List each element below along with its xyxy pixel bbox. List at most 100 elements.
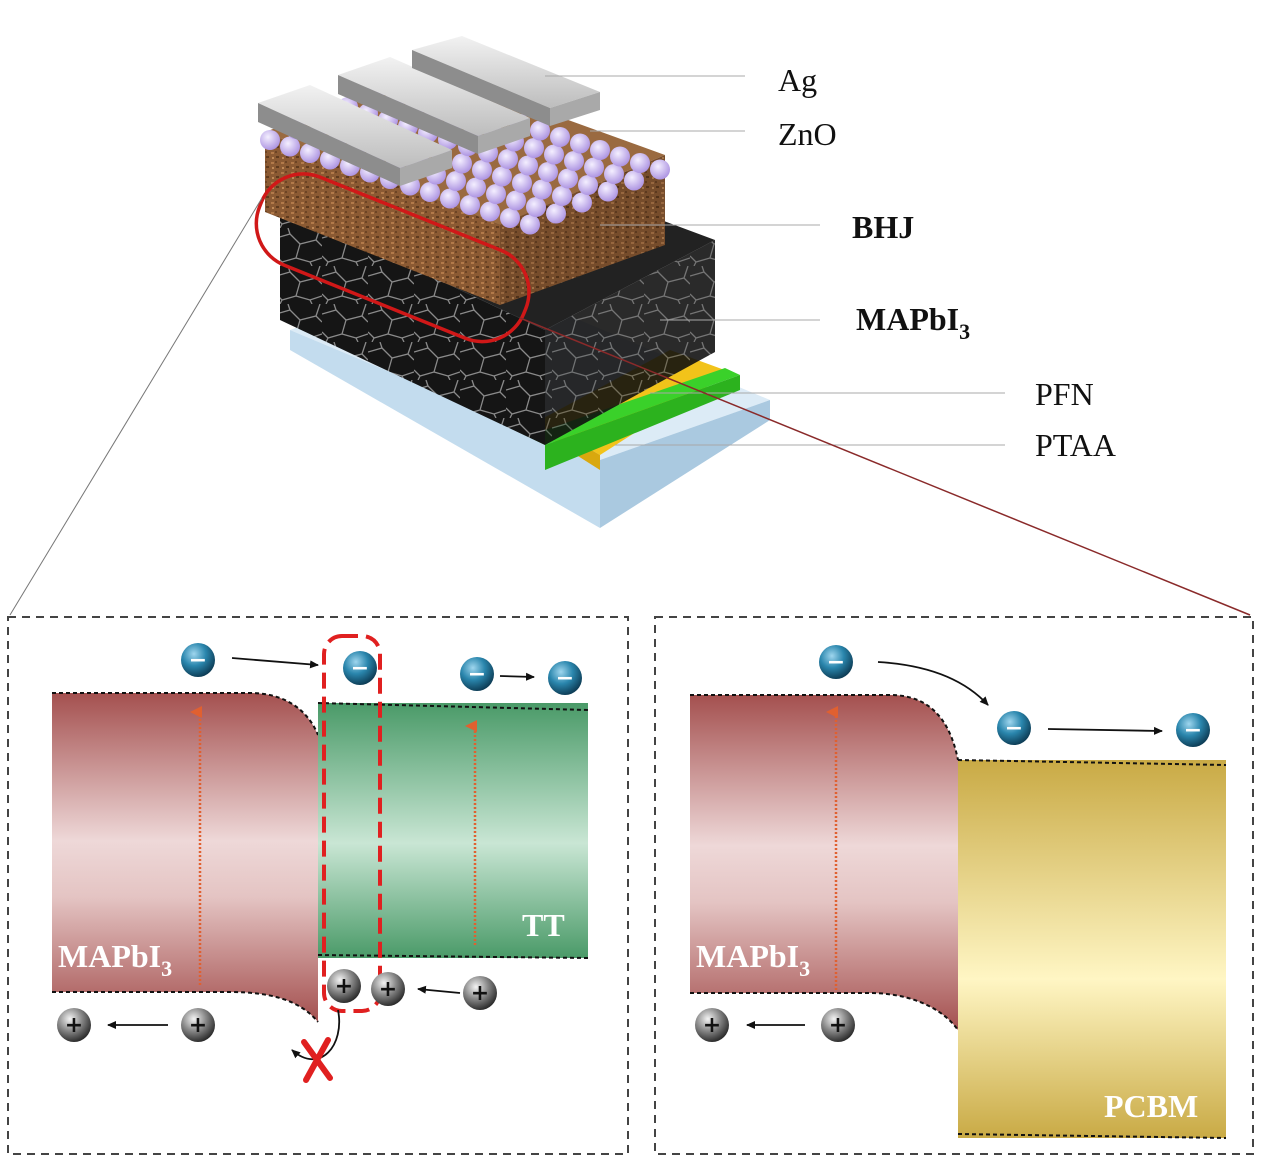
blocked-hole-arrow <box>291 1009 341 1061</box>
hole-icon: + <box>695 1008 729 1042</box>
electron-icon: − <box>343 651 377 685</box>
electron-icon: − <box>997 711 1031 745</box>
zno-nanoparticle <box>584 157 604 178</box>
zno-nanoparticle <box>486 184 506 204</box>
pfn-label: PFN <box>1035 376 1094 412</box>
zno-nanoparticle <box>630 153 650 173</box>
zno-nanoparticle <box>530 120 550 141</box>
left-panel-frame <box>7 616 629 1155</box>
perovskite-band-left <box>52 693 318 1022</box>
electron-sign: − <box>556 666 574 691</box>
perovskite-subscript-left: 3 <box>161 956 172 981</box>
zno-nanoparticle <box>280 136 300 157</box>
electron-sign: − <box>827 650 845 675</box>
zno-nanoparticle <box>518 155 538 176</box>
zno-nanoparticle <box>572 192 592 213</box>
hole-icon: + <box>181 1008 215 1042</box>
hole-sign: + <box>471 981 489 1006</box>
zno-nanoparticle <box>544 144 564 165</box>
electron-icon: − <box>181 643 215 677</box>
zno-nanoparticle <box>604 164 624 184</box>
pfn-layer <box>290 318 740 470</box>
perovskite-subscript-right: 3 <box>799 956 810 981</box>
interface-highlight <box>254 172 531 344</box>
right-panel-frame <box>654 616 1254 1155</box>
hole-icon: + <box>821 1008 855 1042</box>
zno-nanoparticle <box>546 203 566 224</box>
hole-icon: + <box>57 1008 91 1042</box>
ag-label: Ag <box>778 62 817 98</box>
electron-icon: − <box>819 645 853 679</box>
zno-nanoparticle <box>578 175 598 195</box>
zno-nanoparticle <box>570 133 590 154</box>
electron-sign: − <box>1184 718 1202 743</box>
ag-electrode <box>338 57 530 154</box>
hole-sign: + <box>65 1013 83 1038</box>
ag-electrodes <box>258 36 600 186</box>
zno-nanoparticle <box>498 149 518 169</box>
zno-label: ZnO <box>778 116 837 152</box>
zno-nanoparticle <box>260 130 280 150</box>
pcbm-label: PCBM <box>1104 1088 1198 1124</box>
ag-electrode <box>258 85 452 186</box>
zno-nanoparticle <box>650 159 670 180</box>
zno-nanoparticle <box>472 160 492 180</box>
perovskite-band-right <box>690 695 958 1030</box>
zno-nanoparticle <box>550 127 570 147</box>
zno-nanoparticle <box>492 166 512 187</box>
hole-sign: + <box>335 974 353 999</box>
zno-nanoparticle <box>524 138 544 158</box>
blocked-cross-icon <box>301 1037 333 1083</box>
interface-dashed-box <box>322 634 382 1013</box>
zno-nanoparticle <box>538 162 558 182</box>
zno-nanoparticle <box>500 208 520 228</box>
zno-nanoparticle <box>558 168 578 189</box>
zoom-lines <box>9 197 1251 616</box>
layer-labels: Ag ZnO BHJ MAPbI3 PFN PTAA <box>778 62 1116 463</box>
hole-icon: + <box>327 969 361 1003</box>
hole-sign: + <box>189 1013 207 1038</box>
zno-nanoparticle <box>460 195 480 215</box>
tt-band <box>318 703 588 958</box>
electron-transfer-arrow <box>877 661 989 706</box>
electron-icon: − <box>460 657 494 691</box>
electron-sign: − <box>468 662 486 687</box>
leader-lines <box>545 75 1005 446</box>
zno-nanoparticle <box>520 214 540 235</box>
zno-nanoparticle <box>598 181 618 202</box>
hole-sign: + <box>829 1013 847 1038</box>
zno-nanoparticle <box>480 201 500 222</box>
zno-nanoparticle <box>624 170 644 191</box>
perovskite-label-left: MAPbI3 <box>58 938 172 981</box>
electron-sign: − <box>351 656 369 681</box>
zno-nanoparticle <box>532 179 552 200</box>
zno-nanoparticle <box>440 188 460 209</box>
device-stack <box>254 36 770 528</box>
charge-carriers: − − − − − − − + + + + + + + <box>57 643 1210 1042</box>
electron-icon: − <box>1176 713 1210 747</box>
electron-icon: − <box>548 661 582 695</box>
hole-sign: + <box>703 1013 721 1038</box>
ptaa-label: PTAA <box>1035 427 1116 463</box>
zno-nanoparticle <box>610 146 630 167</box>
zno-nanoparticle <box>452 153 472 174</box>
zno-nanoparticle <box>552 186 572 206</box>
tt-label: TT <box>522 907 565 943</box>
zno-nanoparticle <box>300 143 320 163</box>
pcbm-band <box>958 760 1226 1138</box>
hole-sign: + <box>379 977 397 1002</box>
zno-nanoparticle <box>466 177 486 198</box>
hole-icon: + <box>463 976 497 1010</box>
zno-nanoparticle <box>564 151 584 171</box>
hole-icon: + <box>371 972 405 1006</box>
left-panel: MAPbI3 TT <box>7 616 629 1155</box>
zno-nanoparticle <box>420 182 440 202</box>
zno-nanoparticle <box>526 197 546 217</box>
right-panel: MAPbI3 PCBM <box>654 616 1254 1155</box>
electron-sign: − <box>1005 716 1023 741</box>
ag-electrode <box>412 36 600 126</box>
zno-nanoparticle <box>512 173 532 193</box>
zno-nanoparticle <box>446 171 466 191</box>
mapbi3-label: MAPbI3 <box>856 301 970 344</box>
